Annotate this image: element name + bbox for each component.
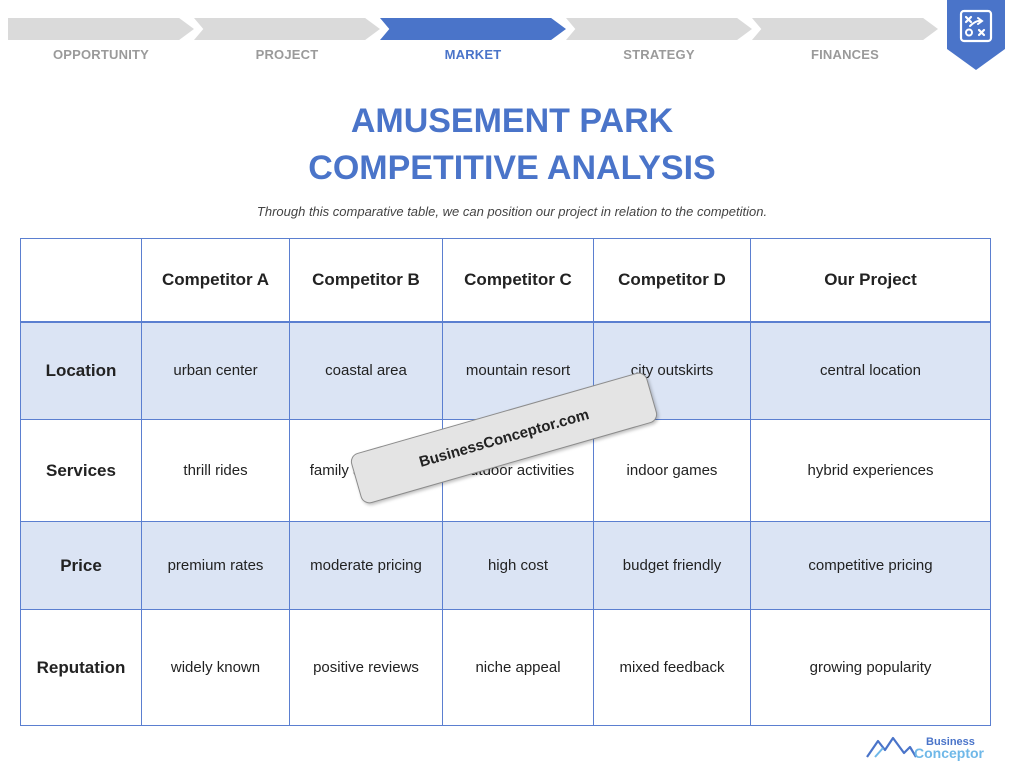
step-opportunity[interactable]: OPPORTUNITY <box>8 18 194 68</box>
column-header: Our Project <box>750 238 991 322</box>
table-cell: indoor games <box>593 419 751 522</box>
strategy-board-icon <box>959 9 993 43</box>
step-label: FINANCES <box>810 47 880 62</box>
table-cell: competitive pricing <box>750 521 991 610</box>
section-badge <box>947 0 1005 70</box>
step-arrow <box>752 18 938 40</box>
column-header-empty <box>20 238 142 322</box>
comparison-table: Competitor A Competitor B Competitor C C… <box>20 238 991 726</box>
table-row: Location urban center coastal area mount… <box>20 321 991 420</box>
table-cell: mixed feedback <box>593 609 751 726</box>
page-title-line1: AMUSEMENT PARK <box>350 102 674 140</box>
row-header: Services <box>20 419 142 522</box>
table-cell: urban center <box>141 321 290 420</box>
table-cell: growing popularity <box>750 609 991 726</box>
column-header: Competitor D <box>593 238 751 322</box>
step-finances[interactable]: FINANCES <box>752 18 938 68</box>
step-arrow <box>8 18 194 40</box>
column-header: Competitor B <box>289 238 443 322</box>
step-label: STRATEGY <box>623 47 695 62</box>
table-cell: positive reviews <box>289 609 443 726</box>
table-cell: mountain resort <box>442 321 594 420</box>
step-label: MARKET <box>444 47 502 62</box>
table-header-row: Competitor A Competitor B Competitor C C… <box>20 238 991 322</box>
table-cell: niche appeal <box>442 609 594 726</box>
table-cell: thrill rides <box>141 419 290 522</box>
column-header: Competitor A <box>141 238 290 322</box>
table-row: Reputation widely known positive reviews… <box>20 609 991 726</box>
table-row: Price premium rates moderate pricing hig… <box>20 521 991 610</box>
column-header: Competitor C <box>442 238 594 322</box>
logo-word-conceptor: Conceptor <box>914 745 984 761</box>
step-arrow <box>566 18 752 40</box>
row-header: Price <box>20 521 142 610</box>
table-cell: moderate pricing <box>289 521 443 610</box>
mountain-logo-icon <box>866 736 916 758</box>
step-label: PROJECT <box>255 47 319 62</box>
table-cell: coastal area <box>289 321 443 420</box>
table-cell: widely known <box>141 609 290 726</box>
page-title-line2: COMPETITIVE ANALYSIS <box>308 149 716 187</box>
row-header: Location <box>20 321 142 420</box>
table-cell: hybrid experiences <box>750 419 991 522</box>
logo-word-business: Business <box>926 736 975 748</box>
table-cell: high cost <box>442 521 594 610</box>
step-label: OPPORTUNITY <box>52 47 150 62</box>
page-subtitle: Through this comparative table, we can p… <box>256 204 768 219</box>
step-arrow <box>380 18 566 40</box>
step-navigation: OPPORTUNITY PROJECT MARKET STRATEGY FINA… <box>8 18 944 68</box>
step-arrow <box>194 18 380 40</box>
step-strategy[interactable]: STRATEGY <box>566 18 752 68</box>
row-header: Reputation <box>20 609 142 726</box>
table-cell: premium rates <box>141 521 290 610</box>
brand-logo[interactable]: Business Conceptor <box>866 734 996 761</box>
table-cell: budget friendly <box>593 521 751 610</box>
table-cell: central location <box>750 321 991 420</box>
step-market[interactable]: MARKET <box>380 18 566 68</box>
step-project[interactable]: PROJECT <box>194 18 380 68</box>
